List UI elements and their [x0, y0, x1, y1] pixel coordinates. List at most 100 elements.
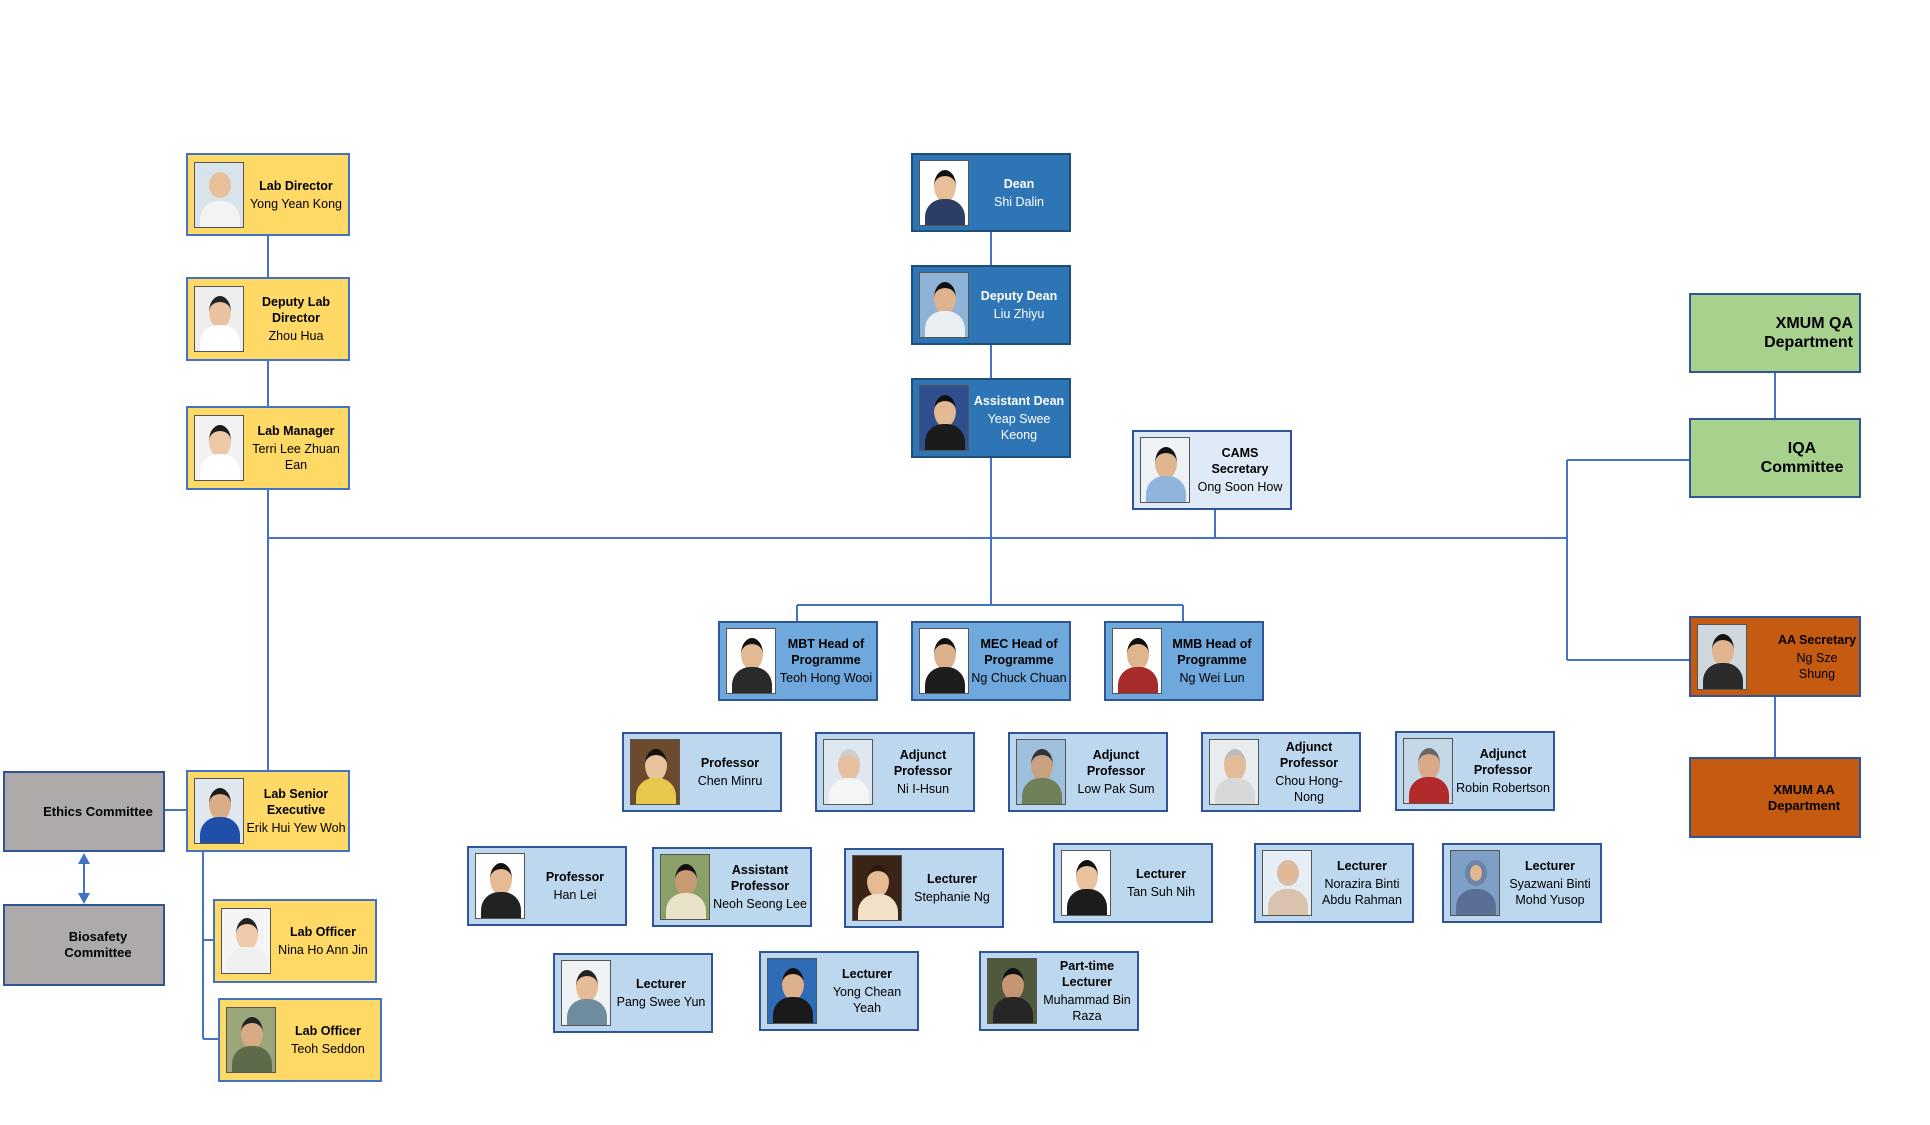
xmum-qa-department-box: XMUM QA Department: [1689, 293, 1861, 373]
lab-senior-executive-name: Erik Hui Yew Woh: [246, 821, 346, 835]
lab-director-title: Lab Director: [259, 178, 333, 193]
aa-secretary-name: Ng Sze Shung: [1796, 650, 1838, 681]
staff-name: Robin Robertson: [1456, 781, 1550, 795]
lab-officer-photo-1: [221, 908, 271, 974]
staff-title: Adjunct Professor: [1086, 748, 1146, 778]
lab-officer-name-1: Nina Ho Ann Jin: [278, 943, 368, 957]
staff-name: Yong Chean Yeah: [832, 985, 902, 1015]
mec-head-box: MEC Head of Programme Ng Chuck Chuan: [911, 621, 1071, 701]
cams-secretary-title: CAMS Secretary: [1211, 446, 1269, 476]
staff-photo: [630, 739, 680, 805]
dean-name: Shi Dalin: [993, 194, 1045, 209]
staff-photo: [987, 958, 1037, 1024]
assistant-dean-name: Yeap Swee Keong: [987, 412, 1051, 442]
staff-name: Chen Minru: [697, 774, 763, 788]
assistant-dean-title: Assistant Dean: [973, 394, 1065, 408]
cams-secretary-name: Ong Soon How: [1197, 480, 1283, 494]
cams-secretary-photo: [1140, 437, 1190, 503]
mmb-head-name: Ng Wei Lun: [1179, 671, 1245, 685]
staff-name: Ni I-Hsun: [896, 782, 950, 796]
deputy-lab-director-title: Deputy Lab Director: [261, 295, 331, 325]
lab-director-name: Yong Yean Kong: [249, 196, 342, 211]
ethics-committee-box: Ethics Committee: [3, 771, 165, 852]
lab-officer-title-1: Lab Officer: [290, 925, 356, 939]
staff-title: Lecturer: [1524, 859, 1576, 873]
lab-manager-name: Terri Lee Zhuan Ean: [252, 442, 340, 472]
staff-title: Professor: [700, 756, 760, 770]
staff-name: Low Pak Sum: [1077, 782, 1155, 796]
staff-photo: [1403, 738, 1453, 804]
aa-secretary-box: AA Secretary Ng Sze Shung: [1689, 616, 1861, 697]
lab-manager-title: Lab Manager: [257, 424, 335, 438]
lab-director-photo: [194, 161, 244, 228]
mec-head-title: MEC Head of Programme: [980, 637, 1058, 667]
staff-title: Lecturer: [1135, 867, 1187, 881]
staff-title: Adjunct Professor: [1279, 740, 1339, 770]
dean-title: Dean: [1003, 176, 1035, 191]
deputy-dean-photo: [919, 272, 969, 338]
iqa-committee-box: IQA Committee: [1689, 418, 1861, 498]
deputy-lab-director-name: Zhou Hua: [268, 329, 324, 343]
lab-senior-executive-photo: [194, 778, 244, 844]
assistant-dean-photo: [919, 385, 969, 451]
xmum-aa-department-label: XMUM AA Department: [1767, 781, 1841, 813]
mec-head-photo: [919, 628, 969, 694]
staff-name: Norazira Binti Abdu Rahman: [1322, 877, 1402, 907]
staff-photo: [852, 855, 902, 921]
lab-manager-photo: [194, 415, 244, 481]
dean-photo: [919, 159, 969, 226]
staff-title: Lecturer: [1336, 859, 1388, 873]
aa-secretary-title: AA Secretary: [1777, 632, 1857, 647]
mmb-head-title: MMB Head of Programme: [1172, 637, 1252, 667]
staff-photo: [1450, 850, 1500, 916]
staff-photo: [1262, 850, 1312, 916]
mbt-head-photo: [726, 628, 776, 694]
staff-photo: [767, 958, 817, 1024]
deputy-dean-title: Deputy Dean: [980, 289, 1058, 303]
xmum-aa-department-box: XMUM AA Department: [1689, 757, 1861, 838]
mec-head-name: Ng Chuck Chuan: [971, 671, 1067, 685]
staff-photo: [1209, 739, 1259, 805]
staff-title: Lecturer: [926, 872, 978, 886]
staff-name: Syazwani Binti Mohd Yusop: [1509, 877, 1591, 907]
deputy-dean-name: Liu Zhiyu: [993, 307, 1045, 321]
staff-title: Assistant Professor: [730, 863, 790, 893]
staff-name: Han Lei: [553, 888, 597, 902]
staff-title: Adjunct Professor: [1473, 747, 1533, 777]
xmum-qa-department-label: XMUM QA Department: [1764, 315, 1853, 351]
staff-title: Adjunct Professor: [893, 748, 953, 778]
biosafety-committee-box: Biosafety Committee: [3, 904, 165, 986]
lab-officer-photo-2: [226, 1007, 276, 1073]
staff-photo: [1016, 739, 1066, 805]
staff-title: Lecturer: [841, 967, 893, 981]
iqa-committee-label: IQA Committee: [1760, 440, 1844, 476]
biosafety-committee-label: Biosafety Committee: [64, 929, 132, 960]
staff-title: Part-time Lecturer: [1059, 959, 1115, 989]
staff-title: Lecturer: [635, 977, 687, 991]
staff-photo: [561, 960, 611, 1026]
staff-photo: [1061, 850, 1111, 916]
lab-senior-executive-title: Lab Senior Executive: [263, 787, 329, 817]
staff-photo: [660, 854, 710, 920]
staff-name: Chou Hong-Nong: [1275, 774, 1343, 804]
